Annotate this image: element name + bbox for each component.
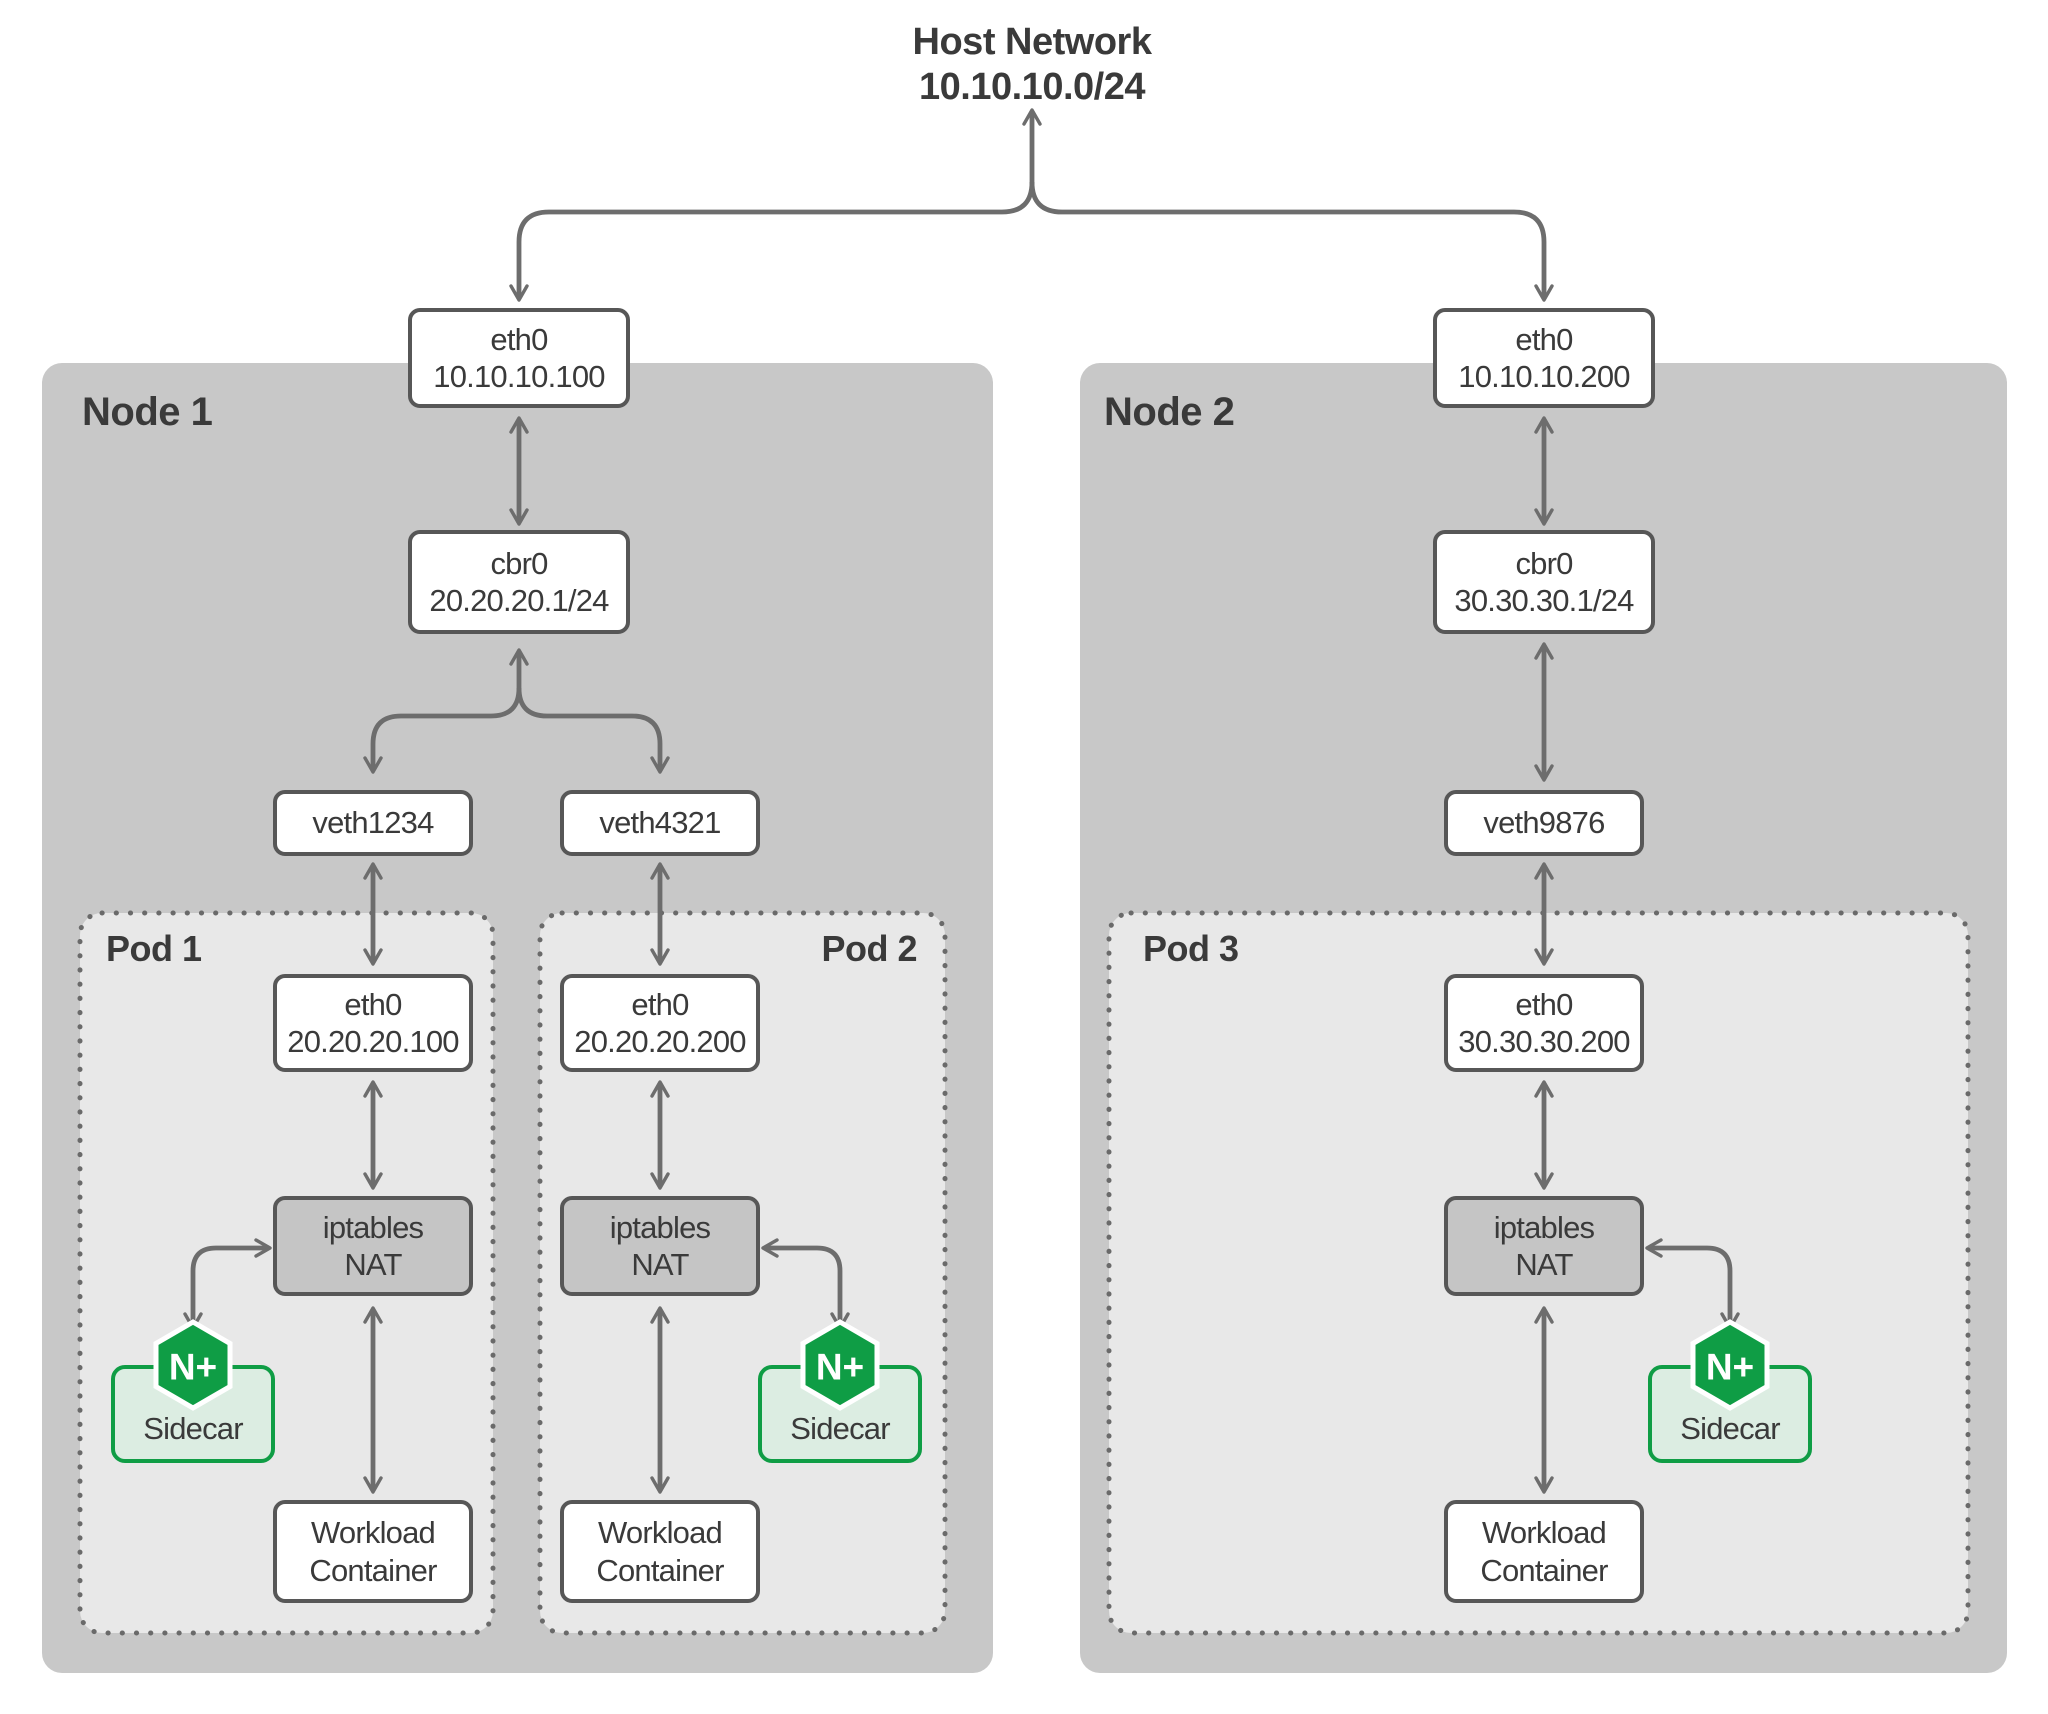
pod1-eth0-name: eth0 (344, 986, 402, 1022)
nginx-plus-icon: N+ (153, 1319, 233, 1411)
nginx-plus-icon: N+ (1690, 1319, 1770, 1411)
node2-host-eth0-box: eth0 10.10.10.200 (1433, 308, 1655, 408)
pod1-iptables-nat-box: iptables NAT (273, 1196, 473, 1296)
pod2-nginx-plus-glyph: N+ (816, 1347, 864, 1388)
pod3-nat-line1: iptables (1493, 1209, 1595, 1245)
node2-cbr0-box: cbr0 30.30.30.1/24 (1433, 530, 1655, 634)
node-2-label: Node 2 (1104, 390, 1235, 434)
host-network-title-line1: Host Network (912, 21, 1152, 63)
pod1-workload-line1: Workload (311, 1515, 436, 1551)
pod3-nginx-plus-glyph: N+ (1706, 1347, 1754, 1388)
pod3-workload-line2: Container (1480, 1552, 1608, 1588)
pod-1-label: Pod 1 (106, 928, 202, 969)
pod3-nat-line2: NAT (1515, 1247, 1573, 1282)
branch-to-node2-arrow (1029, 181, 1554, 302)
veth1234-label: veth1234 (312, 805, 434, 841)
branch-to-node1-arrow (509, 181, 1035, 302)
veth4321-label: veth4321 (599, 805, 721, 841)
node1-cbr0-addr: 20.20.20.1/24 (429, 583, 609, 618)
node1-host-eth0-box: eth0 10.10.10.100 (408, 308, 630, 408)
node2-cbr0-name: cbr0 (1515, 545, 1573, 581)
pod1-nat-line1: iptables (322, 1209, 424, 1245)
pod3-eth0-box: eth0 30.30.30.200 (1444, 974, 1644, 1072)
pod-3-label: Pod 3 (1143, 928, 1239, 969)
veth9876-box: veth9876 (1444, 790, 1644, 856)
pod2-workload-line1: Workload (598, 1515, 723, 1551)
pod1-workload-container-box: Workload Container (273, 1500, 473, 1603)
pod-2-label: Pod 2 (821, 928, 917, 969)
pod2-workload-container-box: Workload Container (560, 1500, 760, 1603)
node2-host-eth0-addr: 10.10.10.200 (1458, 359, 1630, 394)
pod1-workload-line2: Container (309, 1552, 437, 1588)
pod1-eth0-box: eth0 20.20.20.100 (273, 974, 473, 1072)
node1-host-eth0-name: eth0 (490, 321, 548, 357)
pod1-nginx-plus-glyph: N+ (169, 1347, 217, 1388)
pod3-workload-container-box: Workload Container (1444, 1500, 1644, 1603)
node2-host-eth0-name: eth0 (1515, 321, 1573, 357)
host-network-subnet: 10.10.10.0/24 (919, 66, 1145, 108)
pod2-nat-line1: iptables (609, 1209, 711, 1245)
pod1-eth0-addr: 20.20.20.100 (287, 1024, 459, 1059)
pod2-eth0-box: eth0 20.20.20.200 (560, 974, 760, 1072)
pod3-eth0-addr: 30.30.30.200 (1458, 1024, 1630, 1059)
veth9876-label: veth9876 (1483, 805, 1605, 841)
pod2-iptables-nat-box: iptables NAT (560, 1196, 760, 1296)
node-1-label: Node 1 (82, 390, 213, 434)
pod2-eth0-name: eth0 (631, 986, 689, 1022)
pod3-workload-line1: Workload (1482, 1515, 1607, 1551)
veth1234-box: veth1234 (273, 790, 473, 856)
pod2-workload-line2: Container (596, 1552, 724, 1588)
nginx-plus-icon: N+ (800, 1319, 880, 1411)
node1-host-eth0-addr: 10.10.10.100 (433, 359, 605, 394)
pod1-nat-line2: NAT (344, 1247, 402, 1282)
node1-cbr0-name: cbr0 (490, 545, 548, 581)
veth4321-box: veth4321 (560, 790, 760, 856)
pod2-eth0-addr: 20.20.20.200 (574, 1024, 746, 1059)
pod3-iptables-nat-box: iptables NAT (1444, 1196, 1644, 1296)
host-network-title: Host Network 10.10.10.0/24 (782, 20, 1282, 110)
pod3-eth0-name: eth0 (1515, 986, 1573, 1022)
pod2-nat-line2: NAT (631, 1247, 689, 1282)
node1-cbr0-box: cbr0 20.20.20.1/24 (408, 530, 630, 634)
node2-cbr0-addr: 30.30.30.1/24 (1454, 583, 1634, 618)
